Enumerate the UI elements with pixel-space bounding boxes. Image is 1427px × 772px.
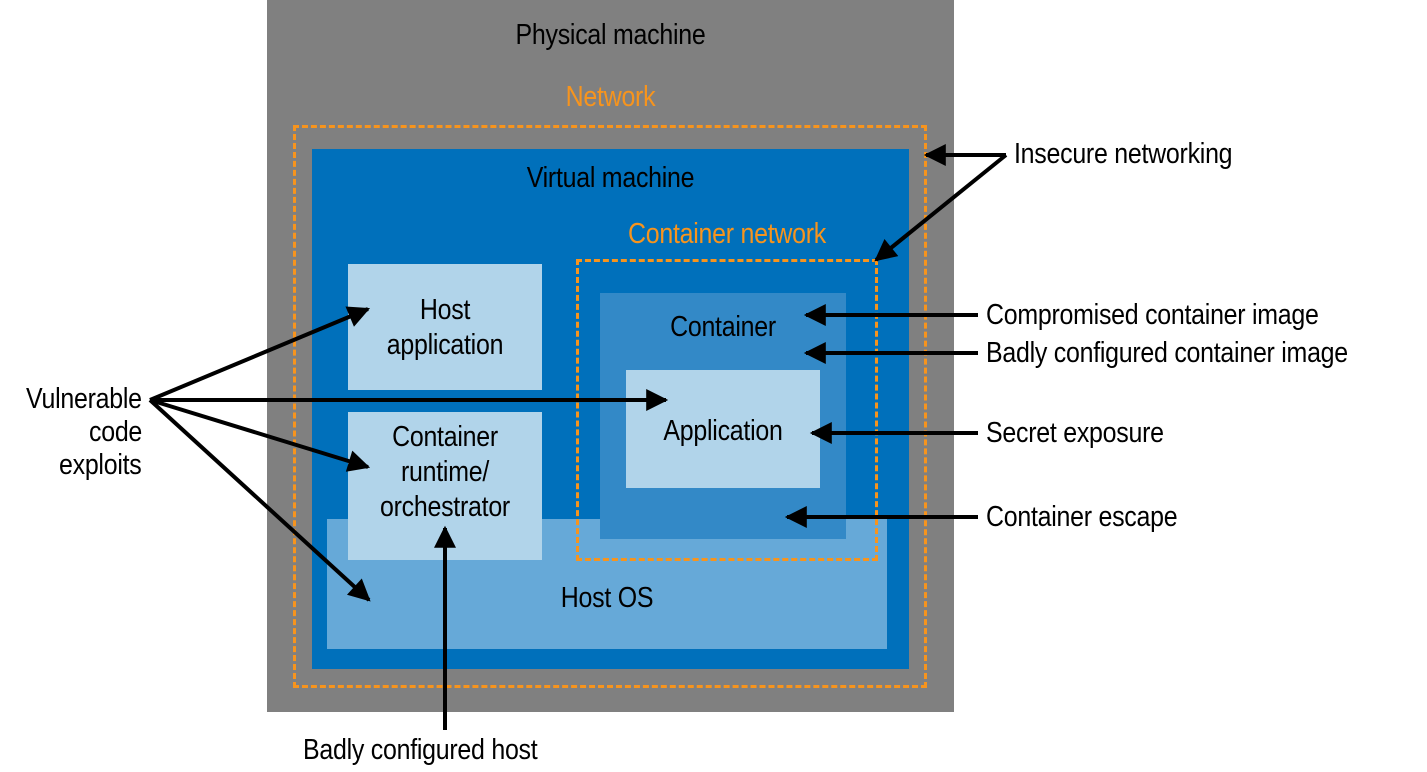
- container-network-boundary: [576, 259, 878, 561]
- vulnerable-code-label-3: exploits: [59, 449, 142, 481]
- container-label: Container: [670, 311, 776, 343]
- virtual-machine-label: Virtual machine: [526, 162, 695, 194]
- container-runtime-label-3: orchestrator: [380, 491, 510, 523]
- compromised-image-label: Compromised container image: [986, 299, 1319, 331]
- host-application-label-2: application: [386, 329, 504, 361]
- host-os-label: Host OS: [560, 582, 654, 614]
- secret-exposure-label: Secret exposure: [986, 417, 1164, 449]
- badly-configured-image-label: Badly configured container image: [986, 337, 1348, 369]
- application-label: Application: [663, 415, 783, 447]
- insecure-networking-label: Insecure networking: [1014, 138, 1233, 170]
- badly-configured-host-label: Badly configured host: [303, 734, 538, 766]
- vulnerable-code-label-2: code: [88, 416, 142, 448]
- container-runtime-label-2: runtime/: [400, 456, 490, 488]
- physical-machine-label: Physical machine: [515, 19, 706, 51]
- host-application-label-1: Host: [419, 294, 471, 326]
- container-network-label: Container network: [627, 218, 827, 250]
- container-runtime-label-1: Container: [392, 421, 498, 453]
- host-application-box: [348, 264, 542, 390]
- container-escape-label: Container escape: [986, 501, 1178, 533]
- network-label: Network: [565, 81, 656, 113]
- vulnerable-code-label-1: Vulnerable: [26, 383, 142, 415]
